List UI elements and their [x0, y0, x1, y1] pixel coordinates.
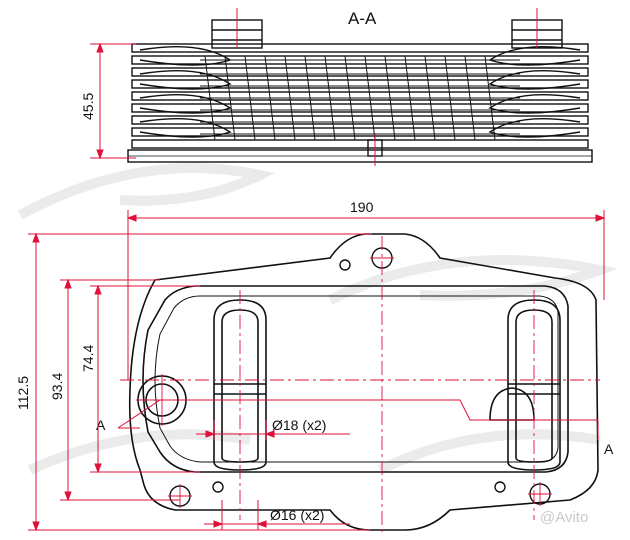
dimension-label-port-small: Ø16 (x2): [270, 507, 324, 523]
dimension-height-total: [28, 232, 372, 532]
dimension-label-height-side: 45.5: [80, 93, 96, 120]
dimension-width-total: [126, 210, 606, 380]
section-label: A-A: [348, 9, 377, 28]
dimension-port-small: [204, 500, 350, 530]
section-mark-right: A: [604, 441, 614, 457]
section-view: [127, 8, 593, 166]
dimension-label-height-mid: 93.4: [49, 373, 65, 400]
cooler-plates-stack: [131, 43, 589, 149]
dimension-label-port-large: Ø18 (x2): [272, 417, 326, 433]
dimension-height-mid: [60, 278, 180, 502]
right-outlet-port: [489, 299, 561, 471]
fin-hatching: [200, 55, 520, 141]
dimension-label-height-total: 112.5: [15, 376, 31, 410]
background-watermark: [17, 163, 619, 475]
right-port-tube: [511, 8, 563, 49]
dimension-label-width-total: 190: [350, 199, 374, 215]
dimension-height-inner: [90, 284, 200, 474]
left-port-tube: [211, 8, 263, 49]
mounting-flange: [128, 233, 599, 531]
dimension-port-large: [196, 420, 350, 440]
watermark-text: @Avito: [540, 509, 588, 526]
section-cut-line: [117, 399, 599, 440]
dimension-label-height-inner: 74.4: [80, 345, 96, 372]
cooler-core-outline: [142, 285, 569, 473]
section-mark-left: A: [96, 417, 106, 433]
dimension-height-side: [90, 42, 136, 160]
